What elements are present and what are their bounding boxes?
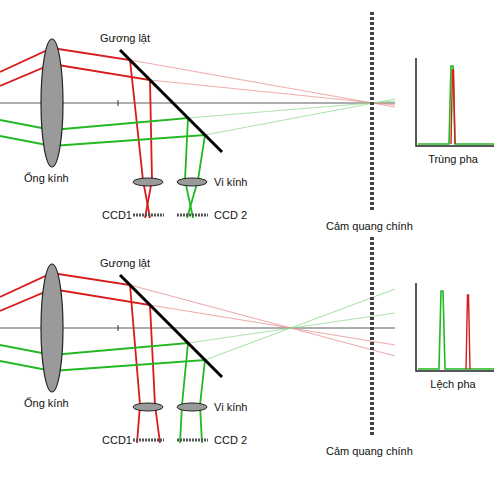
microlens-label: Vi kính: [214, 176, 247, 189]
mirror-label: Gương lật: [100, 32, 150, 45]
sensor-label: CCD 2: [214, 209, 247, 222]
mirror-label: Gương lật: [100, 257, 150, 270]
in-focus-panel: [0, 12, 395, 218]
lens-label: Ống kính: [24, 172, 69, 185]
main-sensor-label: Cảm quang chính: [326, 220, 413, 233]
signal-graph: Lệch pha: [412, 283, 494, 390]
sensor-label: CCD1: [102, 209, 132, 222]
phase-plot: [412, 58, 494, 150]
phase-plot: [412, 283, 494, 375]
sensor-label: CCD1: [102, 434, 132, 447]
graph-caption: Trùng pha: [412, 153, 494, 165]
out-of-focus-panel: [0, 237, 395, 443]
microlens-label: Vi kính: [214, 401, 247, 414]
lens-label: Ống kính: [24, 397, 69, 410]
main-sensor-label: Cảm quang chính: [326, 445, 413, 458]
graph-caption: Lệch pha: [412, 378, 494, 390]
sensor-label: CCD 2: [214, 434, 247, 447]
signal-graph: Trùng pha: [412, 58, 494, 165]
